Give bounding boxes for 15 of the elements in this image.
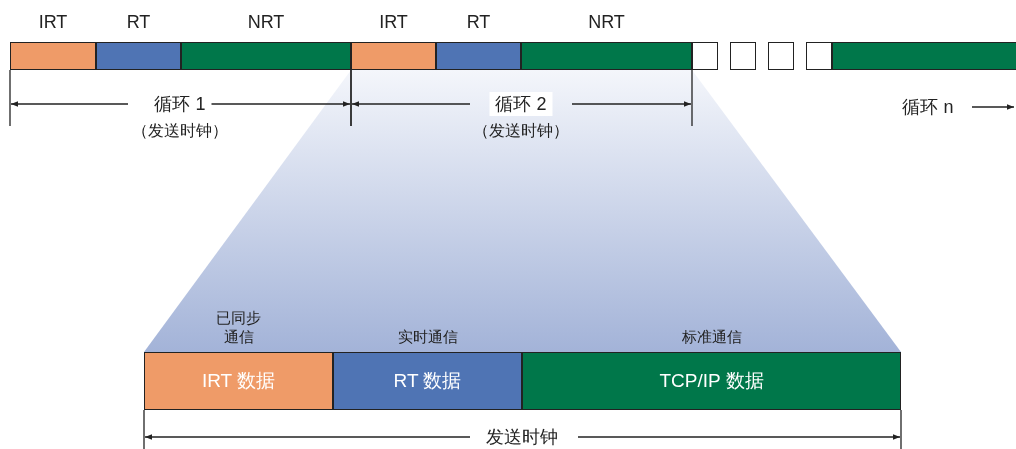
segment-label: IRT — [378, 12, 409, 33]
segment-label: NRT — [587, 12, 626, 33]
category-label: 实时通信 — [396, 327, 459, 346]
category-label: 标准通信 — [680, 327, 743, 346]
segment-label: RT — [465, 12, 492, 33]
data-segment: RT 数据 — [333, 352, 522, 410]
data-segment: TCP/IP 数据 — [522, 352, 901, 410]
cycle-note: （发送时钟） — [131, 120, 229, 141]
category-label: 已同步通信 — [215, 308, 262, 346]
cycle-label: 循环 2 — [489, 92, 553, 116]
segment-label: IRT — [37, 12, 69, 33]
segment-label: RT — [125, 12, 152, 33]
data-segment: IRT 数据 — [144, 352, 333, 410]
cycle-note: （发送时钟） — [472, 120, 570, 141]
segment-label: NRT — [246, 12, 286, 33]
